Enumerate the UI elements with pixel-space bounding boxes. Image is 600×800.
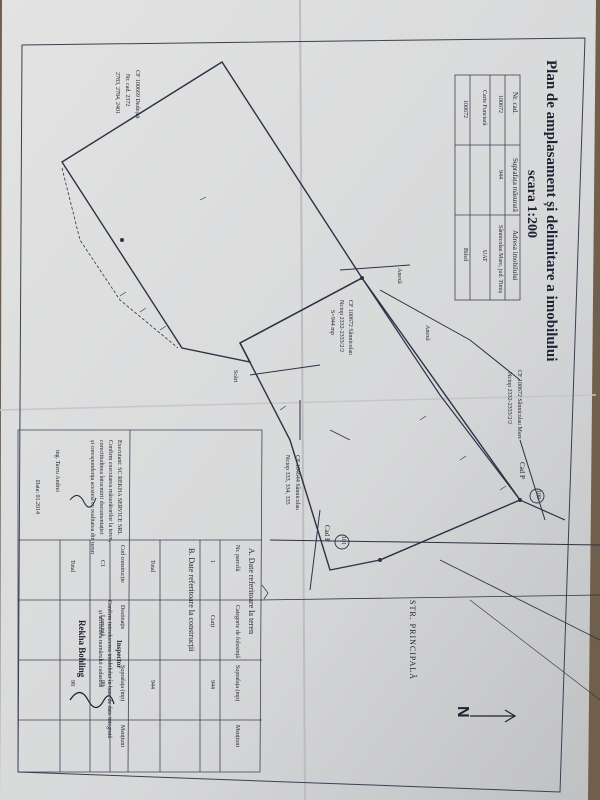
table-b-header: Mențiuni — [119, 725, 125, 747]
street-label: STR. PRINCIPALĂ — [408, 600, 417, 681]
table-b-header: Destinație — [119, 605, 125, 630]
table-a-header: Nr. parcelă — [234, 545, 240, 572]
inspector-title: Inspector — [115, 640, 123, 669]
circle-marker-2-label: 101 — [340, 536, 346, 545]
header-adresa-value: Sânnicolau Mare, jud. Timiș — [497, 225, 503, 294]
street-edge — [259, 594, 600, 601]
header-suprafata-label: Suprafața măsurată — [511, 158, 519, 212]
table-a-total-label: Total — [149, 560, 155, 573]
cf-center-area: S=944 mp — [329, 310, 335, 335]
inspector-signature-text: Rekha Bohling — [77, 620, 87, 678]
annex-wall — [339, 264, 411, 271]
north-label: N — [454, 706, 471, 718]
table-b-total-label: Total — [69, 560, 75, 573]
survey-point — [518, 498, 522, 502]
table-a-cell: 944 — [209, 680, 215, 689]
anexa-label-2: Anexă — [424, 325, 430, 341]
neighbor-line — [469, 339, 521, 381]
uat-label: UAT — [481, 250, 487, 262]
street-edge — [439, 559, 600, 641]
header-adresa-label: Adresa imobilului — [511, 230, 519, 281]
parcel-boundary-dashed — [61, 167, 179, 349]
executant-line1: Executant: SC REKHA SERVICE SRL — [116, 440, 122, 535]
table-a-total-value: 944 — [149, 680, 155, 689]
header-nr-cad-label: Nr. cad. — [511, 92, 519, 114]
header-suprafata-value: 944 — [497, 170, 503, 179]
executant-line6: Data: 01.2014 — [34, 480, 40, 514]
street-edge — [469, 599, 600, 701]
neighbor-boundary — [361, 277, 566, 521]
cad-p-label-2: Cad P — [323, 525, 331, 542]
annex-wall — [329, 429, 351, 441]
table-a-title: A. Date referitoare la teren — [247, 548, 256, 634]
table-a-cell: Curți — [209, 615, 215, 628]
side-note-line1: CF 100669 Dudeștii — [134, 70, 140, 119]
survey-point — [360, 276, 364, 280]
carte-funciara-label: Carte Funciară — [481, 90, 487, 126]
uat-value: Biled — [462, 248, 468, 261]
inspector-signature — [69, 691, 115, 709]
annex-wall — [249, 364, 321, 376]
cf-lower-label: CF 104644 Sânnicolau — [294, 455, 300, 510]
cad-p-label-1: Cad P — [518, 462, 526, 479]
fold-line — [0, 394, 597, 411]
side-note-line3: 2783, 2784, 2401 — [114, 72, 120, 114]
scan-mark — [261, 584, 269, 600]
cf-center-sub: Nr.top 2332-2333/2/2 — [338, 300, 344, 352]
north-arrow-icon — [470, 709, 517, 723]
cad-p-line — [519, 439, 546, 521]
neighbor-line — [379, 289, 471, 341]
side-note-line2: Nr. cad. 2372 — [124, 74, 130, 107]
table-b-header: Suprafața (mp) — [119, 665, 125, 702]
table-b-cell: C1 — [99, 560, 105, 568]
table-a-header: Mențiuni — [234, 725, 240, 747]
table-a-cell: 1 — [209, 560, 215, 563]
parcel-marker-circle — [529, 488, 545, 504]
survey-point — [378, 558, 382, 562]
inspector-line1: Confirm introducerea imobilului în baza … — [106, 600, 112, 739]
circle-marker-1-label: 100 — [535, 490, 541, 499]
header-table — [454, 74, 521, 301]
executant-line3: corectitudinea întocmirii documentației — [98, 440, 104, 535]
bottom-tables-frame — [17, 429, 263, 773]
document-title: Plan de amplasament și delimitare a imob… — [543, 60, 559, 362]
street-edge — [269, 539, 600, 546]
table-a-header: Categorie de folosință — [234, 605, 240, 658]
neighbor-top-sub: Nr.top 2332-2333/2/2 — [506, 372, 512, 424]
executant-line2: Confirm executarea măsurătorilor la tere… — [107, 440, 113, 543]
cf-lower-sub: Nr.top 333, 334, 335 — [284, 455, 290, 505]
survey-point — [120, 238, 124, 242]
executant-line5: ing. Tarcu Andrei — [54, 450, 60, 492]
inspector-line2: și atribuirea numărului cadastral — [97, 610, 103, 688]
neighbor-top-label: CF 100672 Sânnicolau Mare — [516, 370, 522, 440]
carte-funciara-value: 100672 — [462, 100, 468, 118]
cad-p-line — [309, 509, 321, 591]
drawing-frame — [17, 37, 586, 793]
parcel-marker-circle — [334, 534, 350, 550]
cf-center-label: CF 100672 Sânnicolau — [347, 300, 353, 355]
executant-signature — [69, 495, 97, 508]
header-nr-cad-value: 100672 — [497, 95, 503, 113]
table-b-title: B. Date referitoare la construcții — [187, 548, 196, 652]
executant-line4: și corespondența acesteia cu realitatea … — [89, 440, 95, 554]
table-b-total-value: 98 — [69, 680, 75, 686]
scara-label: Scări — [232, 370, 238, 383]
document-scale: scara 1:200 — [524, 170, 539, 239]
boundary-ticks — [119, 196, 507, 491]
table-b-header: Cod construcție — [119, 545, 125, 583]
table-a-header: Suprafața (mp) — [234, 665, 240, 702]
fold-line — [299, 0, 306, 800]
anexa-label-1: Anexă — [396, 268, 402, 284]
